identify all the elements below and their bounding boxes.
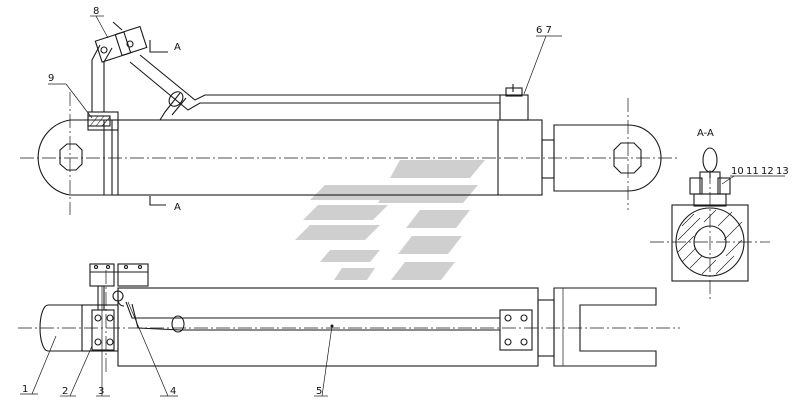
section-mark-bottom	[149, 196, 166, 206]
callout-4: 4	[170, 386, 176, 397]
bottom-elbow	[112, 290, 124, 302]
section-outer-square	[671, 204, 749, 282]
callout-1: 1	[22, 384, 28, 395]
hatched-clamp	[87, 115, 111, 127]
callout-11: 11	[746, 166, 759, 177]
cylinder-barrel	[111, 119, 543, 196]
riser-outer	[91, 44, 101, 112]
leader-2	[69, 345, 93, 397]
top-view: A A 8 9 6 7	[20, 6, 680, 215]
callout-12: 12	[761, 166, 774, 177]
rod-eye-outline	[553, 124, 662, 192]
left-eye-bore	[59, 143, 83, 171]
section-hatching	[677, 209, 743, 275]
watermark-logo	[295, 160, 485, 280]
leader-4	[127, 301, 169, 397]
bottom-pipe-clamp	[171, 315, 185, 333]
section-title: A-A	[697, 128, 714, 139]
callout-9: 9	[48, 73, 54, 84]
port-block-left	[87, 111, 119, 131]
pipe-clamp	[168, 91, 184, 107]
bottom-view: 1 2 3 4 5	[18, 263, 680, 397]
callout-10: 10	[731, 166, 744, 177]
leader-1	[31, 335, 57, 395]
callout-8: 8	[93, 6, 99, 17]
leader-5	[321, 325, 333, 397]
callout-5: 5	[316, 386, 322, 397]
callout-6-7: 6 7	[536, 25, 552, 36]
fork-end	[553, 287, 657, 367]
section-pipe-end	[702, 147, 718, 173]
leader-9	[65, 83, 93, 119]
callout-3: 3	[98, 386, 104, 397]
valve-block	[94, 31, 132, 63]
leader-8	[95, 15, 109, 39]
port-block-right	[499, 94, 529, 121]
leader-6-7	[523, 35, 547, 95]
section-bore-outer	[675, 207, 745, 277]
bottom-fitting-left	[89, 263, 115, 287]
bottom-pipe-upper	[125, 301, 500, 319]
section-rod	[693, 225, 727, 259]
pipe-top-outer	[139, 54, 500, 101]
left-rod-end	[39, 304, 82, 352]
bottom-port-block-right	[499, 309, 533, 351]
left-eye-outline	[37, 119, 112, 196]
section-view: A-A 10 11 12 13	[650, 128, 789, 300]
callout-13: 13	[776, 166, 789, 177]
bottom-pipe-lower	[131, 303, 500, 331]
riser-inner	[103, 47, 113, 112]
rod-eye-bore	[613, 142, 642, 174]
pipe-top-inner	[129, 61, 500, 111]
callout-2: 2	[62, 386, 68, 397]
section-mark-bottom-label: A	[174, 202, 181, 213]
bottom-fitting-right	[117, 263, 149, 287]
bottom-port-block	[91, 309, 115, 351]
section-mark-top-label: A	[174, 42, 181, 53]
gland	[541, 139, 555, 179]
leader-10	[721, 175, 735, 185]
section-mark-top	[149, 40, 168, 53]
